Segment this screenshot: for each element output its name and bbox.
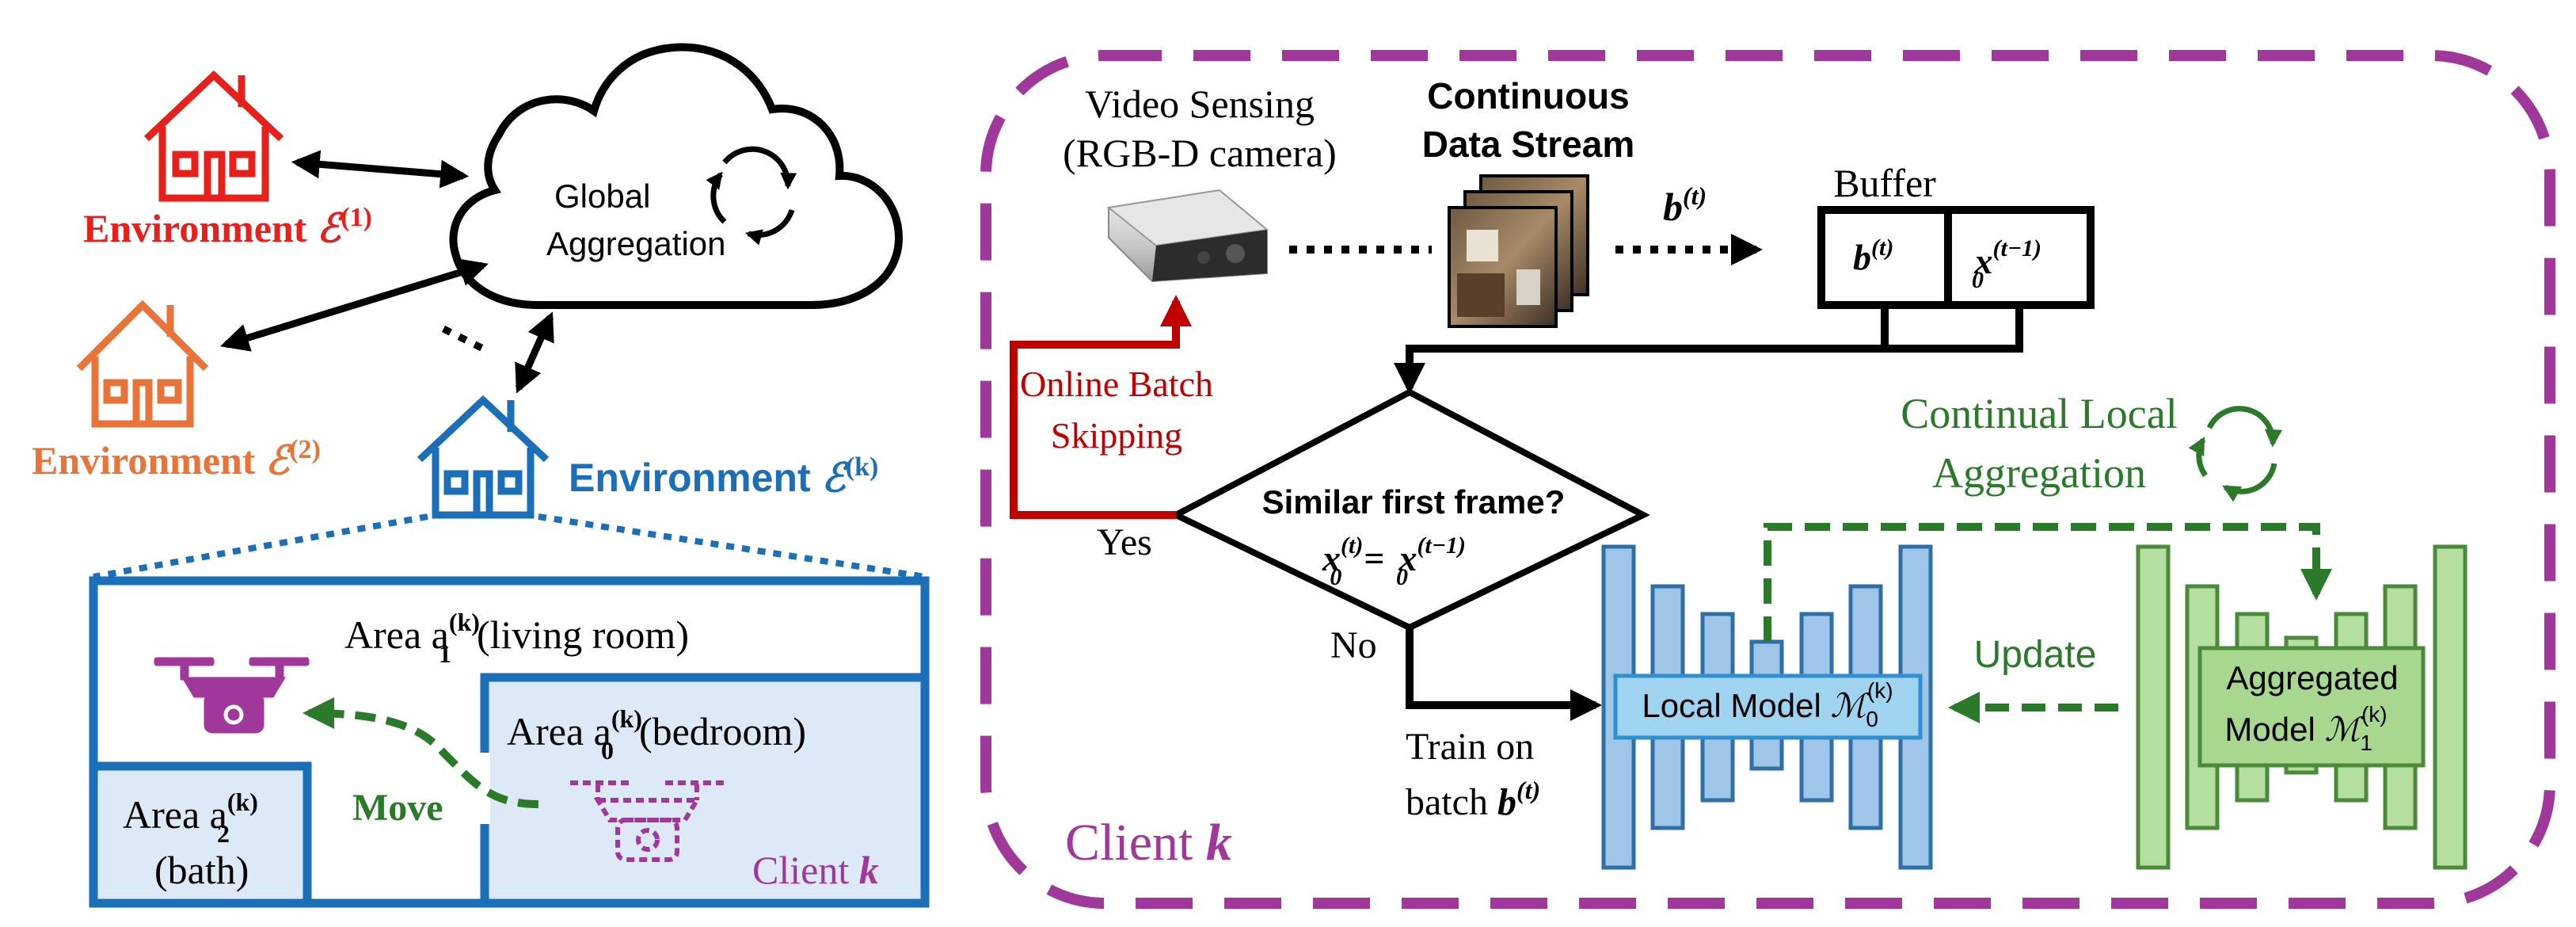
zoom-line-left xyxy=(93,513,428,580)
aggregated-model-box xyxy=(2197,646,2426,768)
area0-label: Area a(k)0(bedroom) xyxy=(507,704,806,765)
zoom-line-right xyxy=(538,513,926,580)
house-icon-env2 xyxy=(76,299,209,428)
drone-dashed-icon xyxy=(570,780,725,862)
cloud-label-line2: Aggregation xyxy=(546,225,726,262)
decision-question: Similar first frame? xyxy=(1262,483,1566,521)
client-k-label: Client k xyxy=(1065,814,1232,872)
update-label: Update xyxy=(1974,634,2097,676)
stream-subtitle: Data Stream xyxy=(1422,124,1634,165)
drone-icon xyxy=(154,657,310,734)
move-arrow xyxy=(302,697,539,808)
train-arrow xyxy=(1406,628,1602,721)
env2-label: Environment ℰ(2) xyxy=(32,435,321,483)
house-icon-envk xyxy=(417,395,550,519)
video-subtitle: (RGB-D camera) xyxy=(1063,131,1337,175)
buffer-cell-first-frame xyxy=(1944,206,2095,309)
video-title: Video Sensing xyxy=(1085,82,1315,126)
no-label: No xyxy=(1330,624,1377,666)
client-k-boundary xyxy=(980,50,2555,909)
env1-label: Environment ℰ(1) xyxy=(83,203,372,250)
green-cycle-icon xyxy=(2188,406,2283,502)
cycle-arrows-icon xyxy=(706,146,797,246)
continual-label-line1: Continual Local xyxy=(1901,390,2177,437)
train-label-line2: batch b(t) xyxy=(1406,776,1540,823)
area1-label: Area a(k)1(living room) xyxy=(344,608,689,668)
stream-title: Continuous xyxy=(1427,75,1630,116)
local-model-label: Local Model ℳ0(k) xyxy=(1642,678,1893,731)
buffer-to-decision-arrow xyxy=(1394,345,1885,395)
buffer-title: Buffer xyxy=(1833,161,1936,205)
rgbd-camera-icon xyxy=(1106,189,1269,283)
area2-label: Area a(k)2 xyxy=(123,788,258,848)
house-icon-env1 xyxy=(143,70,284,202)
aggregated-model-label-line1: Aggregated xyxy=(2226,659,2398,696)
buffer-cell-frame-label: x(t−1)0 xyxy=(1972,235,2041,293)
floorplan-client-label: Client k xyxy=(752,848,879,892)
cloud-label-line1: Global xyxy=(554,177,650,215)
continual-label-line2: Aggregation xyxy=(1932,449,2146,497)
aggregated-model-label-line2: Model ℳ1(k) xyxy=(2224,702,2387,755)
decision-equation: x(t)0=x(t−1)0 xyxy=(1322,532,1466,590)
local-model-box xyxy=(1613,673,1923,740)
train-label-line1: Train on xyxy=(1406,726,1534,768)
envk-label: Environment ℰ(k) xyxy=(569,452,878,500)
skip-label-line1: Online Batch xyxy=(1020,364,1213,404)
video-frames-stack xyxy=(1448,174,1589,328)
batch-label: b(t) xyxy=(1663,181,1707,229)
skip-arrow xyxy=(1010,295,1192,519)
yes-label: Yes xyxy=(1097,521,1152,563)
global-aggregation-cloud xyxy=(449,43,904,309)
continual-aggregation-arrow xyxy=(1764,523,2332,642)
buffer-merge-line xyxy=(1881,305,2023,353)
buffer-cell-batch-label: b(t) xyxy=(1853,235,1893,277)
skip-label-line2: Skipping xyxy=(1051,415,1182,456)
area2-label-line2: (bath) xyxy=(154,848,249,892)
ellipsis-dots xyxy=(441,325,485,353)
arrow-envk-cloud xyxy=(515,311,554,394)
move-label: Move xyxy=(352,787,443,829)
floor-plan xyxy=(89,576,930,908)
arrow-env1-cloud xyxy=(291,150,470,189)
arrow-env2-cloud xyxy=(220,258,489,352)
